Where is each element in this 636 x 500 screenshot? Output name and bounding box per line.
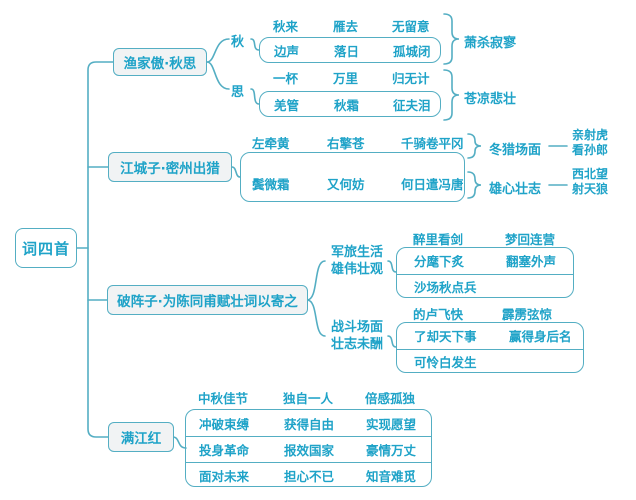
label-line: 壮志未酬 (330, 337, 383, 352)
leaf-phrase[interactable]: 征夫泪 (393, 97, 431, 113)
leaf-phrase[interactable]: 秋霜 (334, 97, 360, 113)
leaf-row: 冲破束缚 获得自由 实现愿望 (186, 410, 431, 436)
leaf-row: 沙场秋点兵 (397, 273, 573, 300)
leaf-phrase[interactable]: 一杯 (273, 70, 299, 86)
leaf-row: 边声 落日 孤城闭 (260, 38, 440, 62)
leaf-phrase[interactable]: 沙场秋点兵 (414, 280, 477, 296)
leaf-row: 了却天下事 赢得身后名 (397, 323, 583, 349)
branch-node-manjianghong[interactable]: 满江红 (108, 422, 174, 452)
ending-phrase[interactable]: 西北望 (572, 167, 609, 181)
group-boundary: 分麾下炙 翻塞外声 沙场秋点兵 (396, 247, 574, 298)
leaf-phrase[interactable]: 何日遣冯唐 (401, 176, 464, 192)
branch-node-pozhenzi[interactable]: 破阵子·为陈同甫赋壮词以寄之 (107, 285, 308, 315)
summary-label[interactable]: 萧杀寂寥 (464, 36, 517, 51)
leaf-phrase[interactable]: 豪情万丈 (366, 443, 417, 458)
branch-node-jiangchengzi[interactable]: 江城子·密州出猎 (108, 152, 232, 182)
leaf-phrase[interactable]: 中秋佳节 (198, 391, 249, 406)
brace-icon (443, 13, 460, 65)
leaf-phrase[interactable]: 翻塞外声 (506, 254, 557, 270)
leaf-phrase[interactable]: 雁去 (333, 18, 359, 34)
trunk-line (87, 61, 114, 438)
leaf-phrase[interactable]: 赢得身后名 (509, 329, 572, 345)
leaf-phrase[interactable]: 霹雳弦惊 (502, 307, 553, 322)
leaf-row: 投身革命 报效国家 豪情万丈 (186, 436, 431, 462)
leaf-row: 分麾下炙 翻塞外声 (397, 248, 573, 274)
root-node[interactable]: 词四首 (15, 228, 77, 268)
brace-icon (467, 171, 482, 199)
leaf-phrase[interactable]: 可怜白发生 (414, 355, 477, 371)
leaf-row: 左牵黄 右擎苍 千骑卷平冈 (252, 133, 464, 152)
leaf-phrase[interactable]: 投身革命 (199, 443, 250, 458)
leaf-phrase[interactable]: 落日 (334, 43, 360, 59)
leaf-phrase[interactable]: 无留意 (392, 18, 430, 34)
leaf-phrase[interactable]: 边声 (274, 43, 300, 59)
section-label-junlv[interactable]: 军旅生活 雄伟壮观 (328, 244, 386, 278)
branch-node-yujiaao[interactable]: 渔家傲·秋思 (113, 48, 207, 76)
leaf-phrase[interactable]: 千骑卷平冈 (401, 136, 464, 151)
group-boundary (240, 152, 465, 202)
ending-phrase[interactable]: 射天狼 (572, 182, 609, 196)
leaf-row: 中秋佳节 独自一人 倍感孤独 (185, 388, 445, 407)
leaf-phrase[interactable]: 的卢飞快 (413, 307, 464, 322)
leaf-phrase[interactable]: 担心不已 (284, 469, 335, 484)
leaf-phrase[interactable]: 秋来 (273, 18, 299, 34)
leaf-phrase[interactable]: 获得自由 (284, 416, 335, 432)
ending-phrase[interactable]: 亲射虎 (572, 128, 609, 142)
group-boundary: 冲破束缚 获得自由 实现愿望 投身革命 报效国家 豪情万丈 面对未来 担心不已 … (185, 409, 432, 487)
leaf-phrase[interactable]: 实现愿望 (366, 416, 417, 432)
leaf-row: 鬓微霜 又何妨 何日遣冯唐 (252, 172, 464, 194)
summary-label[interactable]: 冬猎场面 (489, 143, 542, 158)
leaf-phrase[interactable]: 左牵黄 (252, 136, 290, 151)
group-boundary: 羌管 秋霜 征夫泪 (259, 91, 441, 117)
ending-phrase[interactable]: 看孙郎 (572, 143, 609, 157)
label-line: 军旅生活 (330, 245, 383, 260)
brace-icon (443, 69, 460, 121)
leaf-phrase[interactable]: 归无计 (392, 70, 430, 86)
leaf-row: 可怜白发生 (397, 348, 583, 375)
brace-icon (467, 133, 482, 159)
group-boundary: 边声 落日 孤城闭 (259, 37, 441, 63)
leaf-row: 羌管 秋霜 征夫泪 (260, 92, 440, 116)
summary-label[interactable]: 苍凉悲壮 (464, 92, 517, 107)
section-label-si[interactable]: 思 (231, 85, 245, 100)
leaf-row: 一杯 万里 归无计 (259, 66, 455, 88)
section-label-zhandou[interactable]: 战斗场面 壮志未酬 (328, 319, 386, 353)
leaf-phrase[interactable]: 孤城闭 (393, 43, 431, 59)
leaf-phrase[interactable]: 分麾下炙 (414, 254, 465, 270)
leaf-phrase[interactable]: 报效国家 (284, 443, 335, 458)
leaf-row: 的卢飞快 霹雳弦惊 (413, 304, 573, 323)
summary-label[interactable]: 雄心壮志 (489, 182, 542, 197)
leaf-phrase[interactable]: 万里 (333, 70, 359, 86)
leaf-phrase[interactable]: 冲破束缚 (199, 416, 250, 432)
section-label-qiu[interactable]: 秋 (231, 35, 245, 50)
leaf-row: 醉里看剑 梦回连营 (413, 229, 573, 248)
group-boundary: 了却天下事 赢得身后名 可怜白发生 (396, 322, 584, 373)
label-line: 战斗场面 (330, 320, 383, 335)
leaf-phrase[interactable]: 独自一人 (283, 391, 334, 406)
leaf-phrase[interactable]: 又何妨 (327, 176, 365, 192)
label-line: 雄伟壮观 (330, 262, 383, 277)
leaf-phrase[interactable]: 了却天下事 (414, 329, 477, 345)
leaf-row: 面对未来 担心不已 知音难觅 (186, 462, 431, 488)
leaf-phrase[interactable]: 面对未来 (199, 469, 250, 484)
leaf-phrase[interactable]: 醉里看剑 (413, 232, 464, 247)
leaf-phrase[interactable]: 羌管 (274, 97, 300, 113)
leaf-phrase[interactable]: 右擎苍 (327, 136, 365, 151)
leaf-phrase[interactable]: 梦回连营 (505, 232, 556, 247)
leaf-phrase[interactable]: 知音难觅 (366, 469, 417, 484)
leaf-phrase[interactable]: 鬓微霜 (252, 176, 290, 192)
leaf-row: 秋来 雁去 无留意 (259, 14, 455, 36)
leaf-phrase[interactable]: 倍感孤独 (365, 391, 416, 406)
